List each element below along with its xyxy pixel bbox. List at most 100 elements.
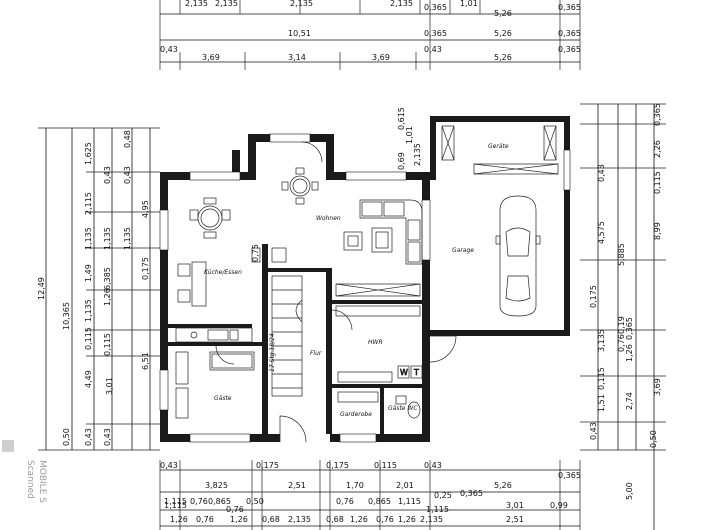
right-dim-c2-9: 1,26: [625, 344, 634, 362]
armchairs: [343, 227, 393, 253]
inner-dim-4: 0,69: [397, 152, 406, 170]
room-flur: Flur: [310, 350, 322, 357]
left-dim-c3-3: 1,135: [84, 227, 93, 250]
left-dim-c5-3: 0,175: [141, 257, 150, 280]
room-wohnen: Wohnen: [316, 215, 341, 222]
kitchen-counter: [175, 327, 253, 343]
watermark-line-1: Scanned: [25, 460, 35, 499]
top-dim-r3-2: 3,69: [202, 53, 220, 62]
bottom-dim-r1-8: 5,26: [494, 481, 512, 490]
left-dimension-lines: 12,49 10,365 0,50 1,625 2,115 1,135 1,49…: [37, 127, 160, 451]
right-dim-c3-5: 0,43: [589, 422, 598, 440]
kitchen-chairs: [177, 261, 207, 307]
top-dim-4: 2,135: [390, 0, 413, 8]
right-dim-c3-1: 0,115: [597, 367, 606, 390]
bottom-dim-r1-7: 0,43: [424, 461, 442, 470]
bottom-dim-r3-7: 1,26: [350, 515, 368, 524]
left-dim-c4-2: 0,43: [123, 166, 132, 184]
car-icon: [495, 195, 541, 317]
right-dim-c2-3: 5,885: [617, 243, 626, 266]
windows: [159, 133, 571, 443]
top-dim-r3-6: 5,26: [494, 53, 512, 62]
round-table-wohnen: [281, 167, 319, 205]
right-dim-c2-4: 0,175: [589, 285, 598, 308]
right-dim-c1-4: 8,99: [653, 222, 662, 240]
stair-label: 17 Stg.18/24: [269, 333, 276, 372]
bottom-dimension-lines: 0,43 3,825 0,175 2,51 0,175 0,115 0,43 5…: [159, 460, 581, 530]
top-dim-total: 10,51: [288, 29, 311, 38]
top-dim-3: 2,135: [290, 0, 313, 8]
bottom-dim-r1-4: 2,51: [288, 481, 306, 490]
left-dim-c5-1: 0,48: [123, 130, 132, 148]
left-dim-c2-1: 10,365: [62, 302, 71, 330]
watermark-line-2: MOBILE S: [37, 460, 47, 503]
top-dim-7: 5,26: [494, 9, 512, 18]
bottom-dim-r3-5: 2,135: [288, 515, 311, 524]
bottom-dim-r1-2: 3,825: [205, 481, 228, 490]
room-kueche: Küche/Essen: [204, 269, 242, 276]
staircase: [271, 275, 303, 397]
room-garderobe: Garderobe: [340, 411, 372, 418]
bottom-dim-r2-7: 0,25: [434, 491, 452, 500]
right-dim-c3-3: 2,74: [625, 392, 634, 410]
room-gaeste: Gäste: [214, 395, 232, 402]
room-gaeste-wc: Gäste WC: [388, 405, 418, 412]
bottom-dim-r2-1: 1,115: [164, 501, 187, 510]
inner-dim-3: 2,135: [413, 143, 422, 166]
bottom-dim-r1-6: 0,115: [374, 461, 397, 470]
left-dim-outer: 12,49: [37, 277, 46, 300]
left-dim-c5-2: 4,95: [141, 200, 150, 218]
exterior-walls: [160, 116, 570, 442]
chimney-bay: [251, 247, 287, 263]
bottom-dim-r2-6: 2,01: [396, 481, 414, 490]
left-dim-c4-5: 0,43: [103, 428, 112, 446]
bottom-dim-r3-2: 0,76: [196, 515, 214, 524]
right-dim-c1-3: 0,115: [653, 171, 662, 194]
garderobe-bench: [337, 391, 379, 403]
right-dim-c2-6: 0,19: [617, 316, 626, 334]
guest-bed: [175, 351, 255, 419]
hwr-cabinets: W T: [335, 305, 423, 383]
bottom-dim-r2-3: 0,865: [208, 497, 231, 506]
top-dim-2: 2,135: [215, 0, 238, 8]
top-dim-r3-3: 3,14: [288, 53, 306, 62]
washer-mark: W: [400, 368, 408, 377]
bottom-dim-r3-10: 2,135: [420, 515, 443, 524]
left-dim-c3b-2: 1,26: [103, 288, 112, 306]
right-dimension-lines: 0,365 2,26 0,115 8,99 0,43 4,575 5,885 0…: [580, 103, 666, 530]
inner-dim-1: 0,615: [397, 107, 406, 130]
top-dim-r3-4: 3,69: [372, 53, 390, 62]
top-dim-r2-3: 5,26: [494, 29, 512, 38]
left-dim-c2-2: 0,50: [62, 428, 71, 446]
bottom-dim-r2-2: 0,76: [190, 497, 208, 506]
right-dim-c1-1: 0,365: [653, 103, 662, 126]
left-dim-c3-5: 1,135: [84, 299, 93, 322]
left-dim-c3-2: 2,115: [84, 192, 93, 215]
interior-walls: [168, 244, 422, 434]
right-dim-c2-7: 0,76: [617, 334, 626, 352]
right-dim-c2-2: 4,575: [597, 221, 606, 244]
top-dim-1: 2,135: [185, 0, 208, 8]
left-dim-c3b-1: 1,135: [103, 227, 112, 250]
left-dim-c3-9: 0,43: [84, 428, 93, 446]
room-hwr: HWR: [368, 339, 383, 346]
top-dim-r2-4: 0,365: [558, 29, 581, 38]
left-dim-c3-4: 1,49: [84, 264, 93, 282]
top-dim-r3-7: 0,365: [558, 45, 581, 54]
scanner-watermark: Scanned MOBILE S: [2, 440, 47, 503]
left-dim-c3-6: 0,115: [84, 327, 93, 350]
bottom-dim-r2-10: 0,99: [550, 501, 568, 510]
toilet: [395, 395, 421, 419]
left-dim-c4-3: 1,135: [123, 227, 132, 250]
bottom-dim-r1-9: 0,365: [558, 471, 581, 480]
left-dim-c3b-3: 0,115: [103, 333, 112, 356]
inner-dim-5: 0,75: [251, 244, 260, 262]
dining-table: [189, 197, 231, 239]
bottom-dim-r2-9: 3,01: [506, 501, 524, 510]
bottom-dim-r2b-2: 0,76: [226, 505, 244, 514]
bottom-dim-r3-8: 0,76: [376, 515, 394, 524]
left-dim-c4-4: 6,385: [103, 267, 112, 290]
left-dim-c4-1: 0,43: [103, 166, 112, 184]
top-dimension-lines: 2,135 2,135 2,135 2,135 0,365 1,01 5,26 …: [159, 0, 581, 70]
